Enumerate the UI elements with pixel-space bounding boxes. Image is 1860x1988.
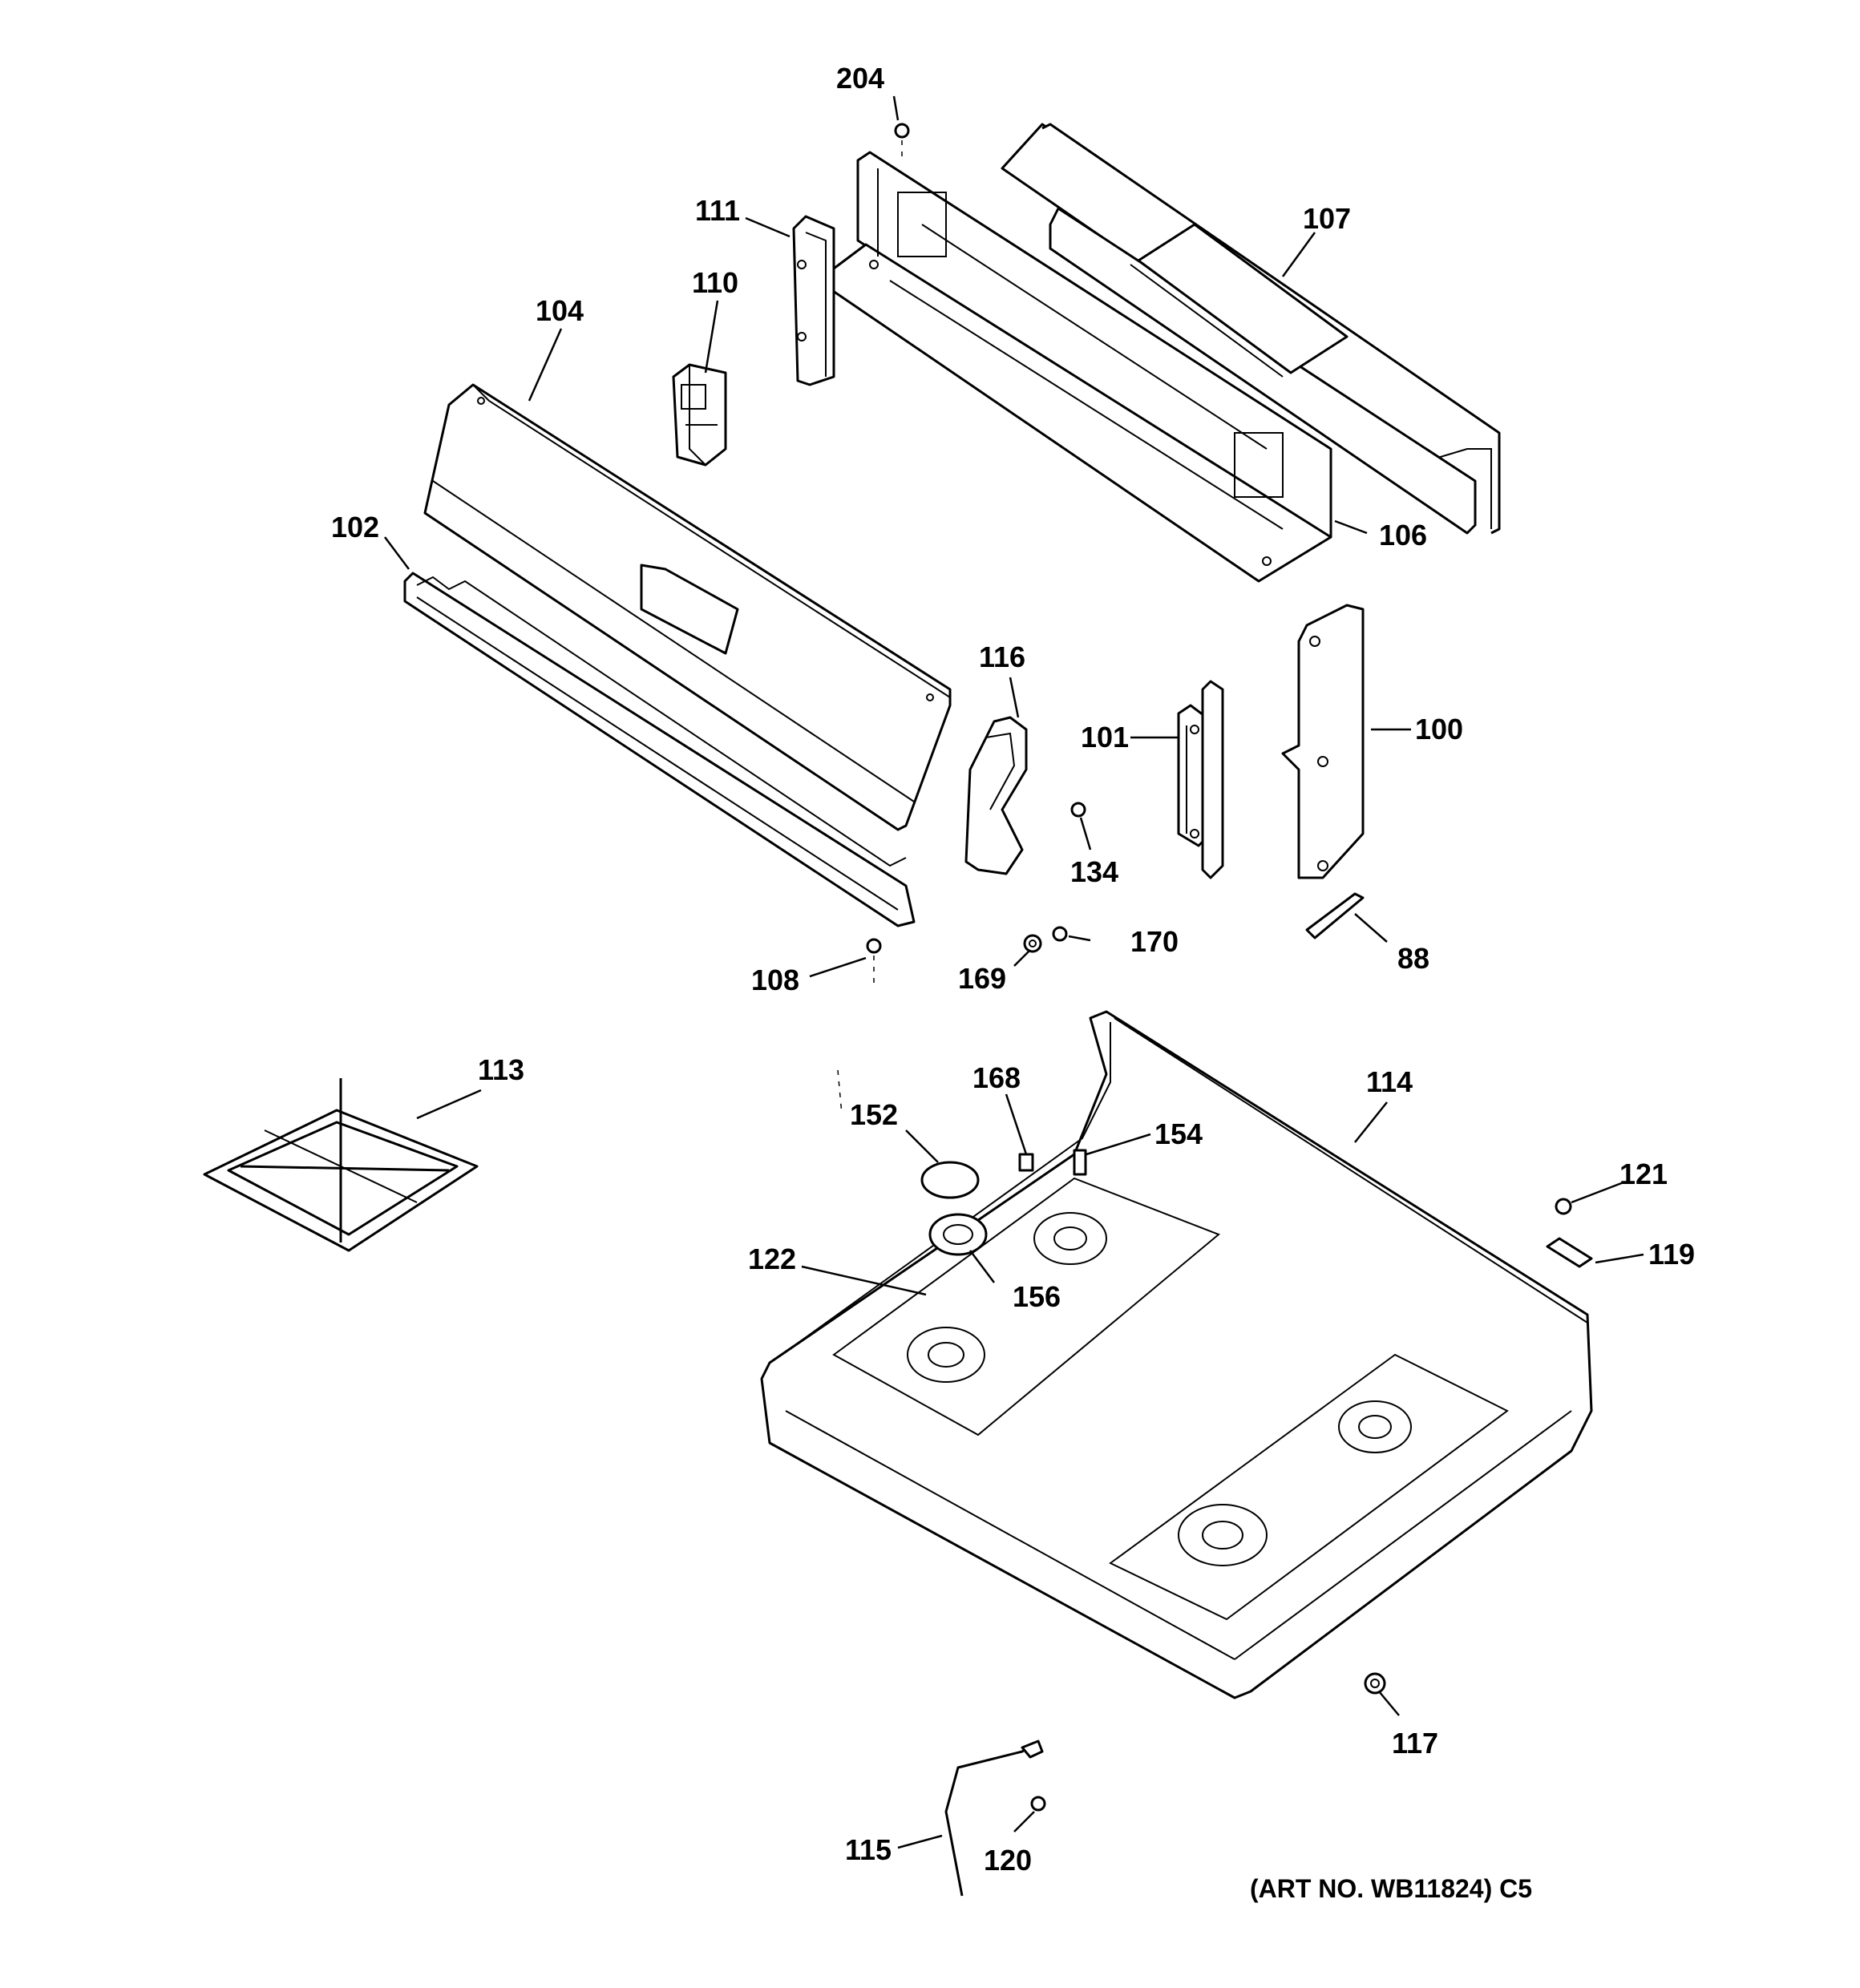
part-114-cooktop — [760, 1010, 1593, 1699]
callout-101: 101 — [1081, 721, 1129, 754]
callout-204: 204 — [836, 62, 884, 95]
callout-88: 88 — [1397, 942, 1429, 975]
callout-108: 108 — [751, 964, 799, 996]
screw-120 — [1030, 1796, 1046, 1812]
callout-104: 104 — [536, 294, 584, 327]
part-111-bracket — [792, 215, 835, 386]
part-102-trim — [403, 572, 916, 927]
callout-122: 122 — [748, 1242, 796, 1275]
nut-117 — [1364, 1672, 1386, 1695]
part-168-clip — [1018, 1153, 1034, 1172]
callout-168: 168 — [972, 1061, 1021, 1094]
callout-110: 110 — [692, 266, 738, 299]
leader-lines — [384, 95, 1644, 1849]
callout-111: 111 — [695, 194, 740, 227]
part-113-grate — [203, 1078, 479, 1252]
part-101-bracket — [1177, 680, 1224, 879]
screw-170 — [1052, 926, 1068, 942]
callout-134: 134 — [1070, 855, 1118, 888]
callout-107: 107 — [1303, 202, 1351, 235]
callout-115: 115 — [845, 1833, 892, 1866]
part-106-back-panel — [816, 151, 1332, 583]
washer-169 — [1023, 934, 1042, 953]
part-107-rear-cover — [1001, 123, 1501, 535]
callout-100: 100 — [1415, 713, 1463, 746]
callout-169: 169 — [958, 962, 1006, 995]
callout-156: 156 — [1013, 1280, 1061, 1313]
callout-119: 119 — [1648, 1238, 1695, 1271]
callout-113: 113 — [478, 1053, 524, 1086]
burner-parts — [837, 1069, 1087, 1256]
screw-204 — [894, 123, 910, 139]
part-154-orifice — [1073, 1149, 1087, 1176]
callout-106: 106 — [1379, 519, 1427, 552]
callout-102: 102 — [331, 511, 379, 543]
art-number: (ART NO. WB11824) C5 — [1250, 1874, 1532, 1903]
part-100-side-panel — [1281, 604, 1365, 879]
part-156-burner-head — [928, 1213, 988, 1256]
part-104-control-panel — [423, 383, 952, 831]
part-88-strip — [1305, 892, 1365, 939]
callout-116: 116 — [979, 640, 1025, 673]
part-152-burner-cap — [920, 1161, 980, 1199]
part-110-switch — [672, 363, 727, 467]
part-116-side-trim — [964, 716, 1028, 875]
callout-170: 170 — [1130, 925, 1179, 958]
screw-121 — [1555, 1198, 1572, 1215]
callout-121: 121 — [1619, 1158, 1668, 1190]
screw-108 — [866, 938, 882, 954]
callout-154: 154 — [1154, 1117, 1203, 1150]
screw-134 — [1070, 802, 1086, 818]
callout-117: 117 — [1392, 1727, 1438, 1760]
callout-114: 114 — [1366, 1065, 1413, 1098]
part-115-rod — [944, 1740, 1044, 1897]
callout-152: 152 — [850, 1098, 898, 1131]
callout-120: 120 — [984, 1844, 1032, 1877]
part-119-bracket — [1546, 1237, 1593, 1268]
callout-labels: 204 111 110 104 107 106 102 116 101 100 … — [331, 62, 1695, 1877]
